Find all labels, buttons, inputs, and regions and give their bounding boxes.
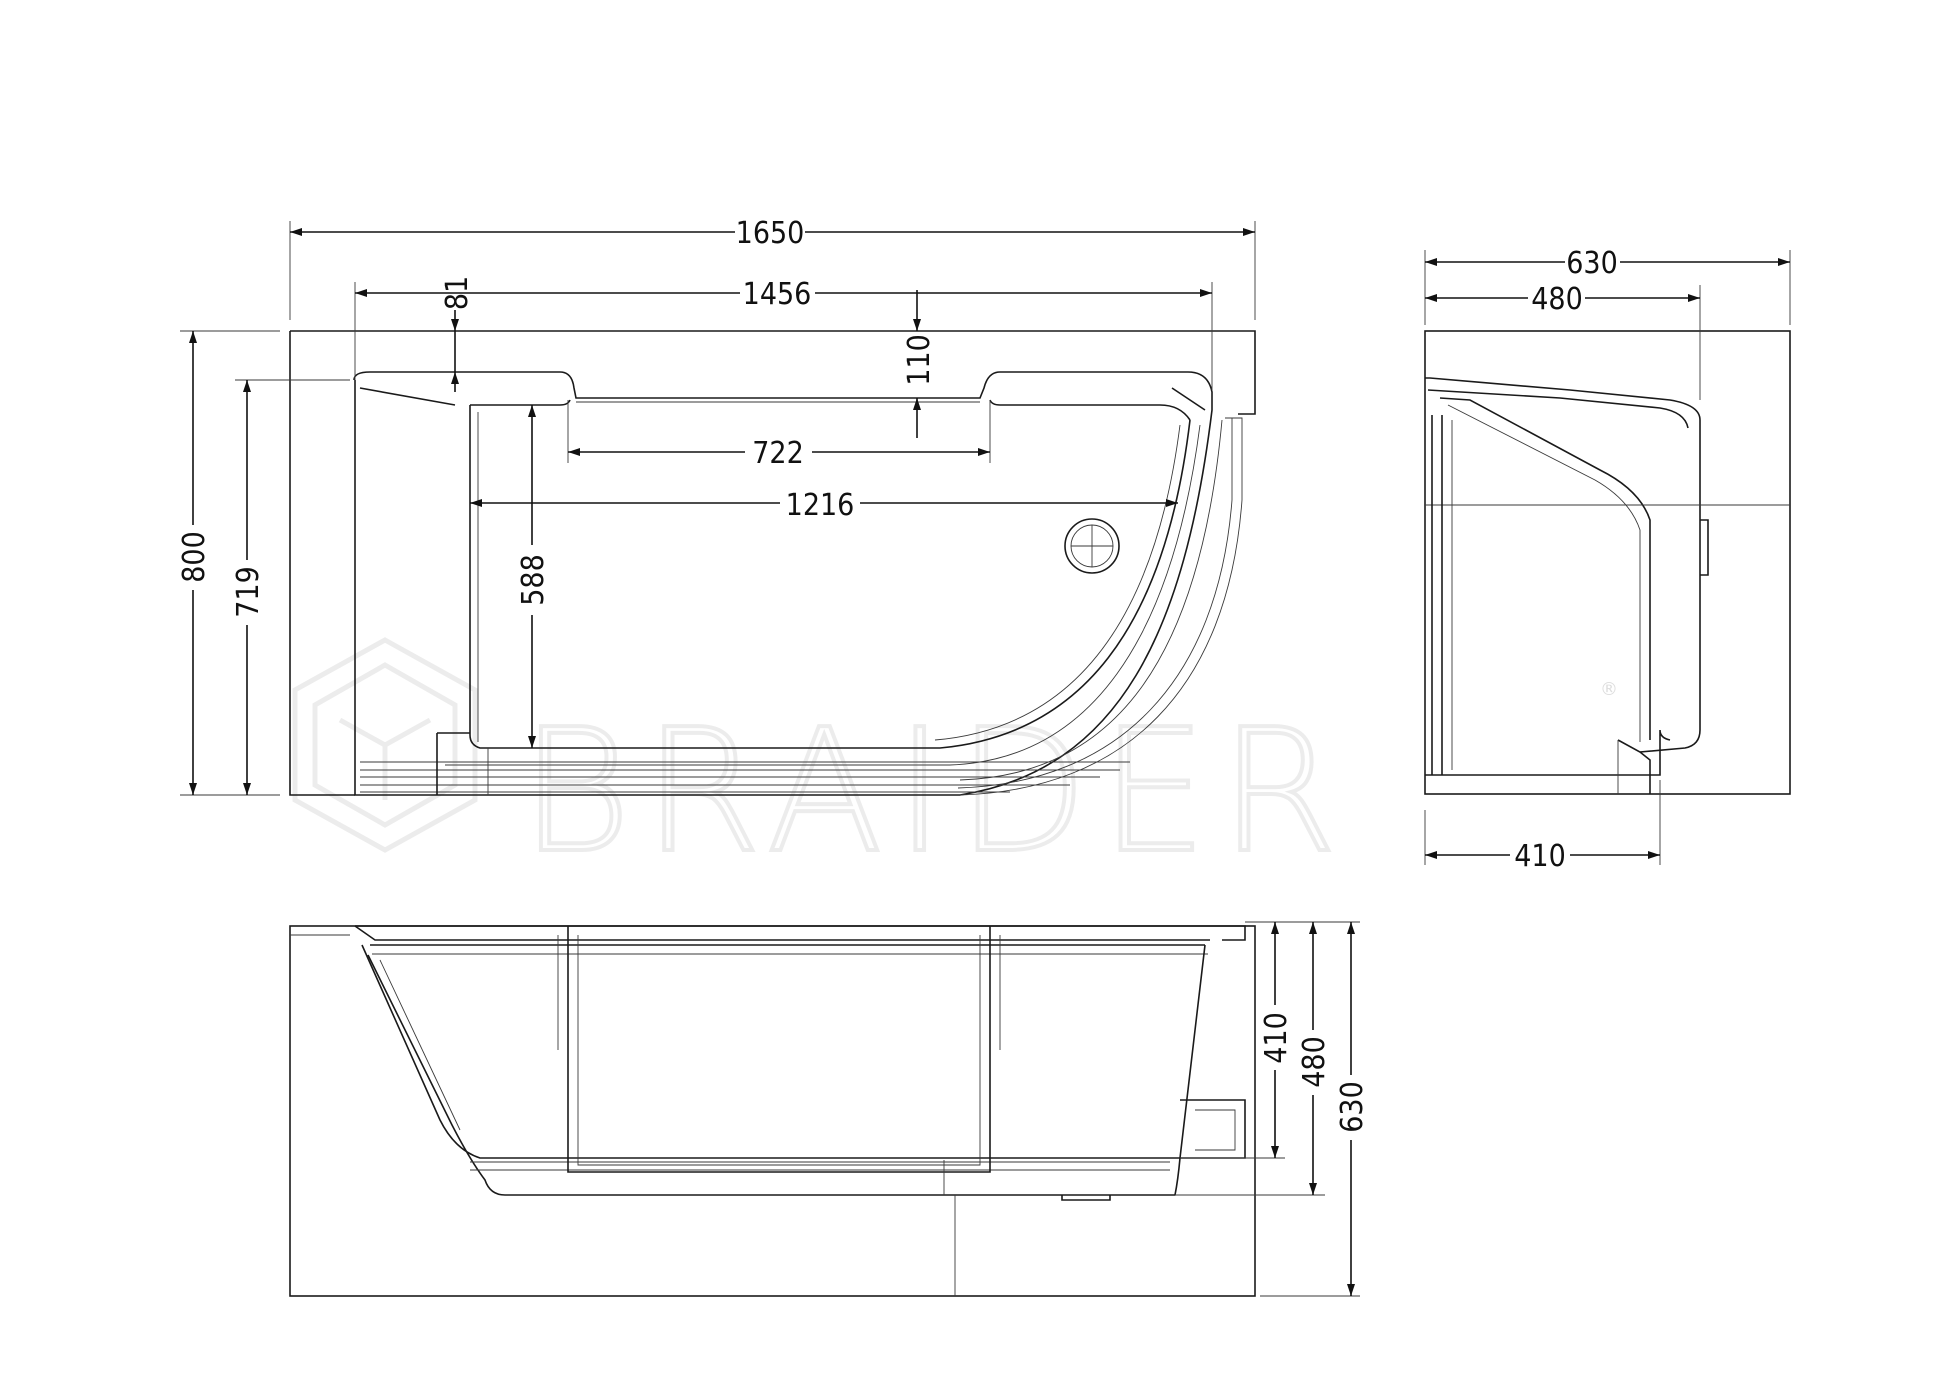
- dim-1216: 1216: [786, 488, 855, 523]
- front-view: 410 480 630: [289, 921, 1370, 1297]
- dim-800: 800: [177, 531, 212, 583]
- dim-end-630: 630: [1566, 246, 1618, 281]
- drain-icon: [1064, 518, 1120, 574]
- top-view-outline: [290, 330, 1256, 415]
- front-view-basin: [361, 944, 1206, 1159]
- front-view-outline: [289, 925, 1256, 1297]
- dim-81: 81: [440, 276, 475, 310]
- dim-110: 110: [902, 334, 937, 386]
- top-view-basin: [469, 405, 1191, 749]
- end-view: 630 480 410: [1424, 246, 1791, 874]
- dim-end-410: 410: [1514, 839, 1566, 874]
- dim-front-480: 480: [1297, 1036, 1332, 1088]
- braider-logo-icon: [292, 637, 478, 853]
- dim-588: 588: [516, 554, 551, 606]
- dim-1456: 1456: [743, 277, 812, 312]
- dim-719: 719: [231, 566, 266, 618]
- top-view-rim: [353, 371, 1213, 796]
- dim-front-630: 630: [1335, 1081, 1370, 1133]
- dim-1650: 1650: [736, 216, 805, 251]
- dim-front-410: 410: [1259, 1012, 1294, 1064]
- dim-end-480: 480: [1531, 282, 1583, 317]
- watermark: BRAIDER ®: [292, 637, 1618, 893]
- watermark-registered-mark: ®: [1600, 679, 1618, 700]
- end-view-outline: [1424, 330, 1791, 795]
- dim-722: 722: [752, 436, 804, 471]
- top-view: 1650 1456 81 110 722 1216 800: [177, 216, 1256, 796]
